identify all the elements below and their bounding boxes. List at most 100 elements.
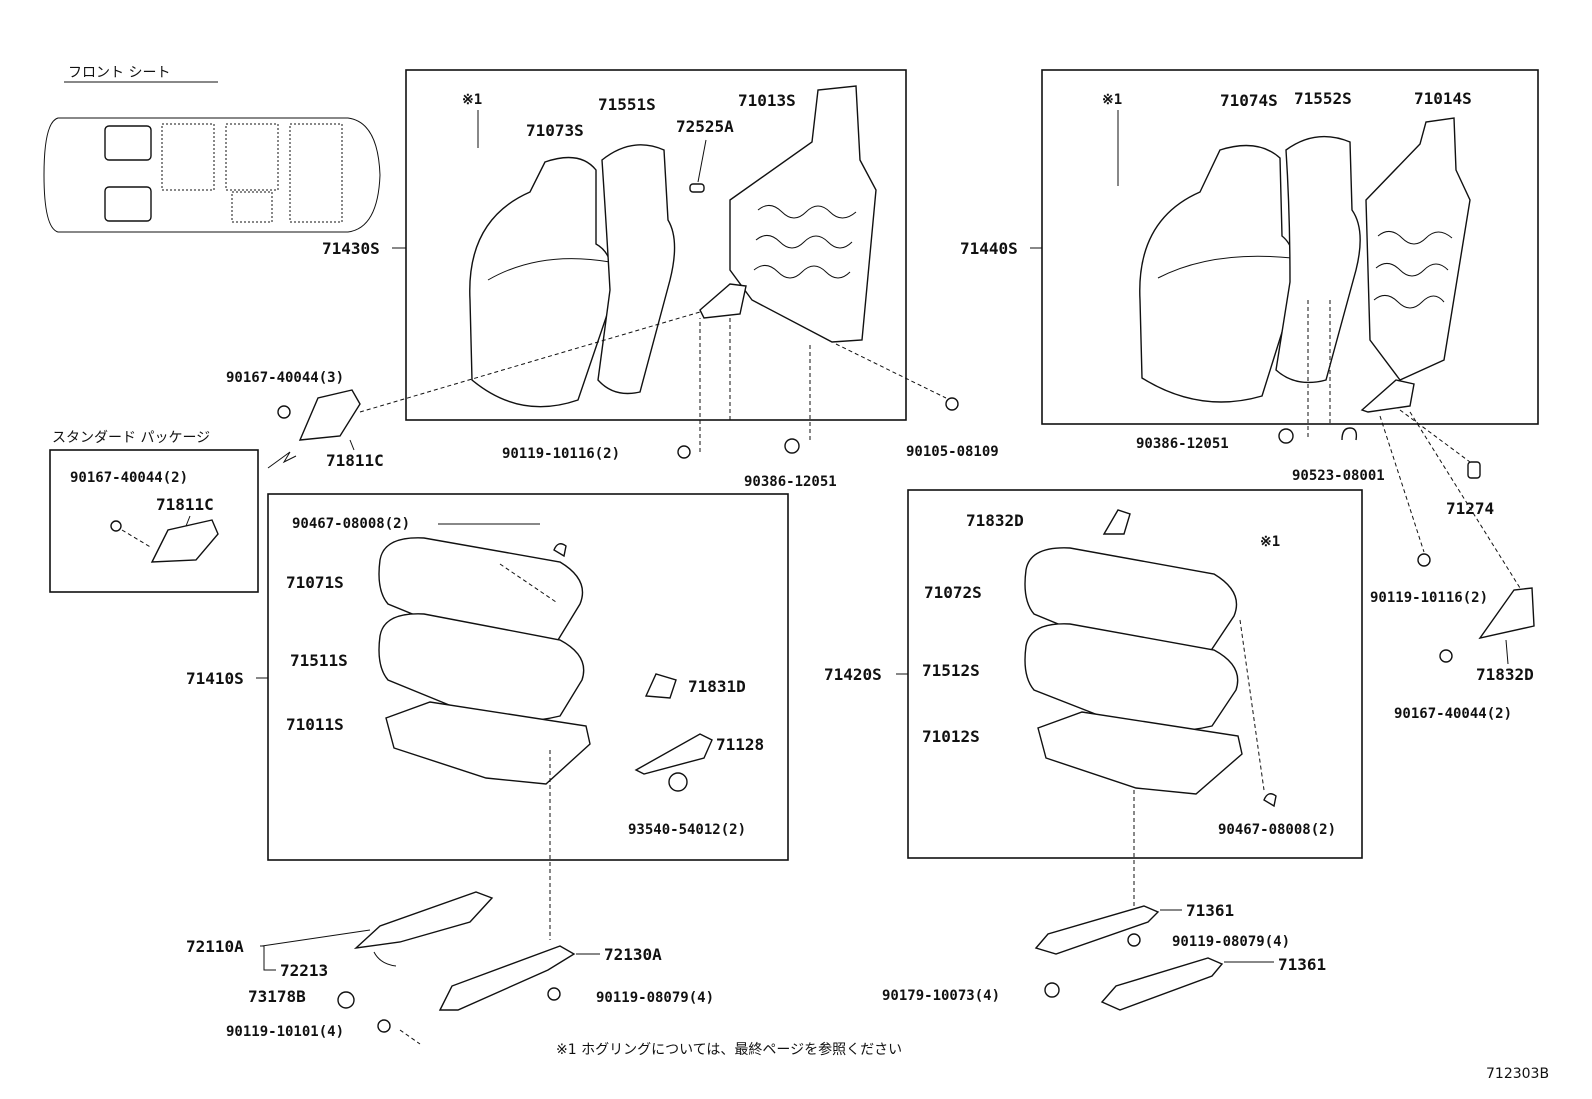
nut-icon: [784, 438, 800, 454]
clip-icon: [1263, 793, 1277, 808]
bolt-icon: [677, 445, 691, 459]
label-90167-40044-2-right: 90167-40044(2): [1394, 706, 1512, 722]
left-seatback-group: 71430S ※1 71073S 71551S 72525A 71013S: [322, 69, 907, 421]
right-seatback-group: 71440S ※1 71074S 71552S 71014S: [960, 69, 1539, 425]
passenger-seat-icon: [104, 186, 152, 222]
footnote: ※1 ホグリングについては、最終ページを参照ください: [556, 1041, 902, 1058]
seat-track-71361: [1034, 905, 1160, 955]
label-71071s: 71071S: [286, 573, 344, 592]
bolt-icon: [945, 397, 959, 411]
label-71410s: 71410S: [186, 669, 244, 688]
second-row-small-outline: [231, 191, 273, 223]
leader: [185, 515, 191, 527]
dash-line: [835, 343, 947, 399]
diagram-code: 712303B: [1486, 1066, 1549, 1082]
cover-seam: [487, 258, 611, 281]
label-90119-10101-4: 90119-10101(4): [226, 1024, 344, 1040]
middle-seat-outline: [161, 123, 215, 191]
recliner-bracket: [1360, 379, 1415, 413]
label-71832d-left: 71832D: [966, 511, 1024, 530]
left-seatback-box: [405, 69, 907, 421]
left-cushion-box: [267, 493, 789, 861]
label-71811c: 71811C: [326, 451, 384, 470]
label-71811c-inset: 71811C: [156, 495, 214, 514]
left-cushion-group: 71410S 90467-08008(2) 71071S 71511S 7101…: [186, 493, 789, 861]
label-71073s: 71073S: [526, 121, 584, 140]
screw-s-icon: [668, 772, 688, 792]
note-marker-right: ※1: [1102, 92, 1122, 108]
leader: [1505, 639, 1509, 665]
recliner-bracket: [699, 283, 747, 319]
right-seatback-box: [1041, 69, 1539, 425]
vehicle-overview: フロント シート: [43, 65, 381, 233]
standard-package-title: スタンダード パッケージ: [52, 430, 210, 446]
second-row-outline: [225, 123, 279, 191]
label-71512s: 71512S: [922, 661, 980, 680]
left-seat-tracks: 72110A 72213 73178B 90119-10101(4) 72130…: [186, 750, 714, 1045]
cover-71831d: [644, 673, 677, 699]
label-90467-08008-2-left: 90467-08008(2): [292, 516, 410, 532]
label-90386-12051-right: 90386-12051: [1136, 436, 1229, 452]
rear-seat-outline: [289, 123, 343, 223]
dash-line: [359, 311, 701, 413]
cover-seam: [1157, 255, 1293, 279]
nut-icon: [1044, 982, 1060, 998]
label-71551s: 71551S: [598, 95, 656, 114]
bolt-icon: [1127, 933, 1141, 947]
label-90523-08001: 90523-08001: [1292, 468, 1385, 484]
recliner-cover-inset: [150, 519, 219, 563]
vehicle-outline: [43, 117, 381, 233]
label-71831d: 71831D: [688, 677, 746, 696]
seatback-cover: [469, 156, 614, 408]
spring: [753, 265, 851, 279]
label-71420s: 71420S: [824, 665, 882, 684]
front-seat-title: フロント シート: [68, 65, 170, 81]
label-90386-12051-left: 90386-12051: [744, 474, 837, 490]
note-marker-left: ※1: [462, 92, 482, 108]
seat-cushion-frame: [1037, 711, 1243, 795]
label-90179-10073-4: 90179-10073(4): [882, 988, 1000, 1004]
label-71361-top: 71361: [1186, 901, 1234, 920]
label-71014s: 71014S: [1414, 89, 1472, 108]
seatback-cover: [1139, 144, 1297, 403]
seat-cushion-pad: [378, 613, 585, 722]
spring: [757, 205, 857, 219]
label-73178b: 73178B: [248, 987, 306, 1006]
dash-line: [1239, 619, 1265, 791]
bolt-icon: [110, 520, 122, 532]
label-90119-10116-2-left: 90119-10116(2): [502, 446, 620, 462]
leader: [697, 139, 707, 183]
knob-73178b: [337, 991, 355, 1009]
leader: [349, 439, 355, 451]
label-72213: 72213: [280, 961, 328, 980]
standard-package-inset: スタンダード パッケージ 90167-40044(2) 71811C: [49, 430, 297, 593]
seat-track-72130a: [438, 945, 576, 1011]
label-90467-08008-2-right: 90467-08008(2): [1218, 822, 1336, 838]
clip-icon: [1341, 427, 1358, 441]
label-72110a: 72110A: [186, 937, 244, 956]
label-90119-08079-4-right: 90119-08079(4): [1172, 934, 1290, 950]
bolt-icon: [547, 987, 561, 1001]
label-72525a: 72525A: [676, 117, 734, 136]
seat-cushion-pad: [1024, 623, 1239, 732]
clip-icon: [553, 543, 567, 558]
dash-line: [499, 563, 557, 603]
label-71013s: 71013S: [738, 91, 796, 110]
seat-track-71361-lower: [1100, 957, 1224, 1011]
dash-line: [1379, 415, 1425, 553]
leader: [261, 929, 371, 947]
spring: [1377, 231, 1453, 245]
label-71552s: 71552S: [1294, 89, 1352, 108]
right-seat-tracks: 71361 90119-08079(4) 90179-10073(4) 7136…: [882, 790, 1326, 1011]
release-lever: [373, 951, 397, 967]
bolt-icon: [377, 1019, 391, 1033]
bolt-icon: [1417, 553, 1431, 567]
label-71832d-right: 71832D: [1476, 665, 1534, 684]
label-71011s: 71011S: [286, 715, 344, 734]
trim-71128: [634, 733, 713, 775]
label-72130a: 72130A: [604, 945, 662, 964]
bracket-leader: [260, 945, 276, 971]
arrow-icon: [267, 451, 297, 469]
recliner-cover-71832d: [1478, 587, 1535, 640]
label-90167-40044-3: 90167-40044(3): [226, 370, 344, 386]
